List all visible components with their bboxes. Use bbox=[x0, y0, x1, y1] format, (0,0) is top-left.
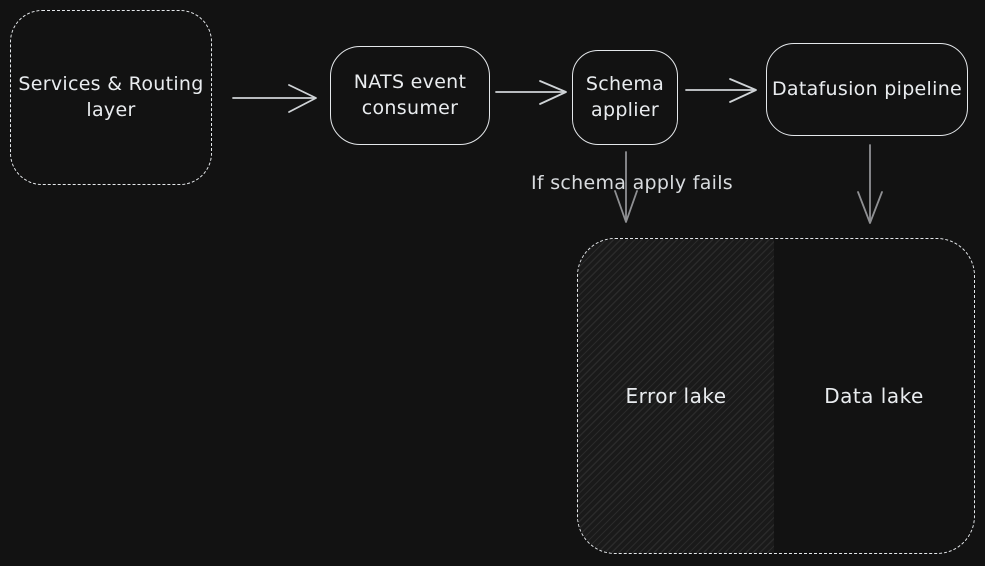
error-lake-label: Error lake bbox=[625, 383, 727, 408]
arrow-nats-to-schema bbox=[495, 80, 567, 105]
node-lakes-container: Error lake Data lake bbox=[577, 238, 975, 554]
schema-fail-annotation: If schema apply fails bbox=[530, 172, 733, 194]
arrow-services-to-nats bbox=[232, 84, 317, 113]
error-lake-hatch-fill bbox=[578, 239, 774, 553]
node-schema-applier: Schema applier bbox=[572, 50, 678, 145]
arrow-schema-to-datafusion bbox=[685, 78, 757, 103]
node-nats-event-consumer: NATS event consumer bbox=[330, 46, 490, 145]
arrow-datafusion-to-data-lake bbox=[857, 144, 883, 224]
node-services-routing-layer: Services & Routing layer bbox=[10, 10, 212, 185]
data-lake-label: Data lake bbox=[824, 383, 924, 408]
node-datafusion-pipeline: Datafusion pipeline bbox=[766, 43, 968, 136]
